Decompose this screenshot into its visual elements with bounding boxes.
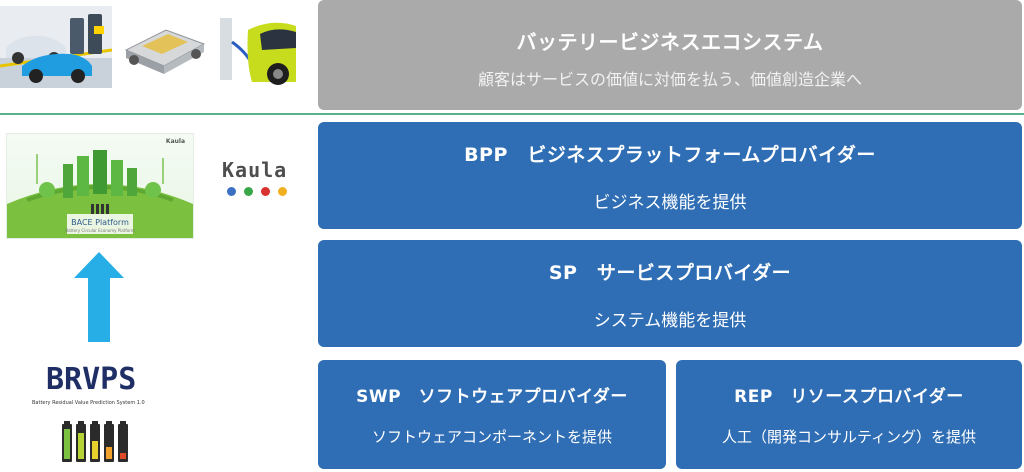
ecosystem-title: バッテリービジネスエコシステム [516,30,824,54]
sp-provider-box: SP サービスプロバイダー システム機能を提供 [318,240,1022,347]
bpp-provider-box: BPP ビジネスプラットフォームプロバイダー ビジネス機能を提供 [318,122,1022,229]
ev-charging-car-photo [212,12,296,88]
bpp-subtitle: ビジネス機能を提供 [593,193,747,213]
up-arrow-icon [74,252,124,342]
battery-icon [76,424,86,462]
battery-fill [120,453,126,459]
bpp-title: BPP ビジネスプラットフォームプロバイダー [464,144,876,166]
battery-business-ecosystem-box: バッテリービジネスエコシステム 顧客はサービスの価値に対価を払う、価値創造企業へ [318,0,1022,110]
rep-provider-box: REP リソースプロバイダー 人工（開発コンサルティング）を提供 [676,360,1022,469]
kaula-dot-yellow-icon [278,187,287,196]
kaula-dot-blue-icon [227,187,236,196]
green-city-illustration [7,150,193,238]
battery-fill [106,447,112,459]
battery-fill [78,433,84,459]
bace-corner-logo: Kaula [165,138,185,145]
bace-platform-image: Kaula BACE Platform Battery Circular Eco… [6,133,194,239]
brvps-full-name: Battery Residual Value Prediction System… [32,400,145,406]
ev-charging-station-photo [0,6,112,88]
rep-title: REP リソースプロバイダー [734,387,964,407]
sp-title: SP サービスプロバイダー [548,262,792,284]
battery-fill [64,429,70,459]
battery-icon [118,424,128,462]
kaula-dot-red-icon [261,187,270,196]
battery-icon [90,424,100,462]
rep-subtitle: 人工（開発コンサルティング）を提供 [721,428,977,446]
bace-platform-label: BACE Platform [71,218,129,227]
kaula-logo: Kaula [222,158,288,182]
ev-battery-pack-photo [122,20,208,78]
kaula-dot-green-icon [244,187,253,196]
swp-provider-box: SWP ソフトウェアプロバイダー ソフトウェアコンポーネントを提供 [318,360,666,469]
brvps-logo: BRVPS [46,362,137,397]
sp-subtitle: システム機能を提供 [593,311,747,331]
battery-icon [104,424,114,462]
swp-subtitle: ソフトウェアコンポーネントを提供 [371,428,612,446]
battery-icon [62,424,72,462]
battery-fill [92,441,98,459]
swp-title: SWP ソフトウェアプロバイダー [356,387,628,407]
bace-platform-tagline: Battery Circular Economy Platform [65,228,135,233]
ecosystem-subtitle: 顧客はサービスの価値に対価を払う、価値創造企業へ [477,70,862,89]
section-divider [0,113,1024,115]
